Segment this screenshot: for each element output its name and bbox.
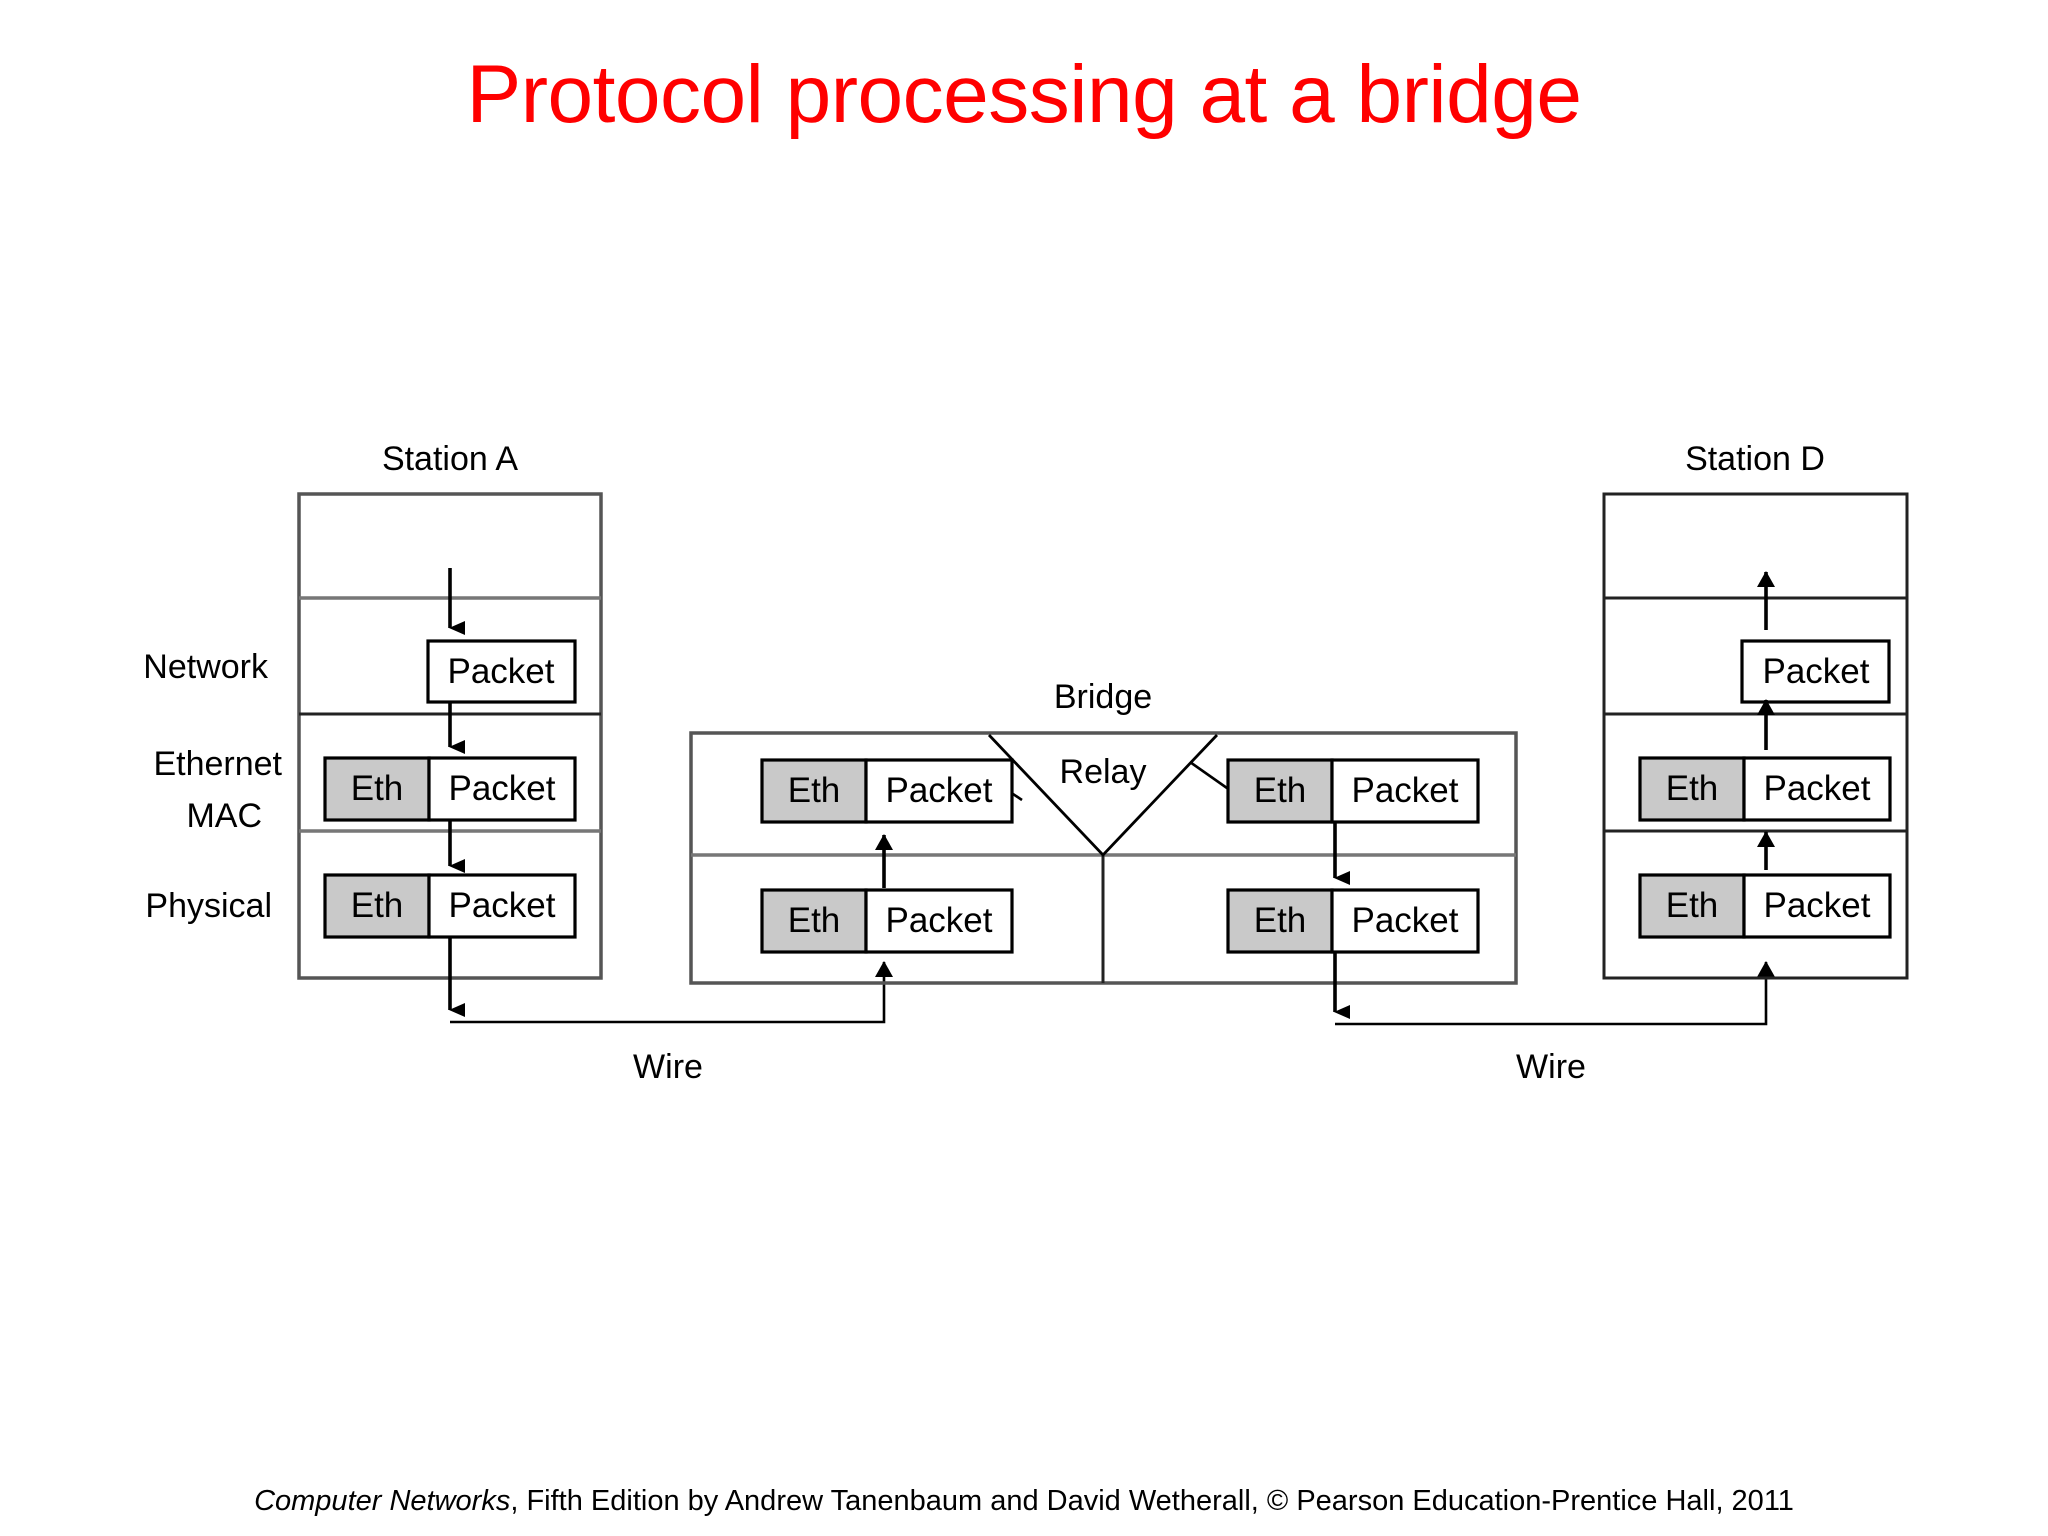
diagram-figure: Network Ethernet MAC Physical Station A: [143, 440, 1909, 1086]
station-d-phy-eth-box: [1638, 873, 1746, 939]
station-a-phy-packet-label: Packet: [449, 886, 556, 925]
station-d-frame: [1602, 492, 1909, 980]
bridge-left-phy-packet-label: Packet: [886, 901, 993, 940]
station-d-phy-packet-label: Packet: [1764, 886, 1871, 925]
bridge-right-mac-frame: Eth Packet: [1226, 758, 1480, 824]
station-d-packet-label: Packet: [1763, 652, 1870, 691]
bridge-left-mac-frame: Eth Packet: [760, 758, 1014, 824]
wire-left-path: [450, 961, 893, 1024]
station-a-mac-eth-box: [323, 756, 431, 822]
layer-label-physical-text: Physical: [145, 887, 272, 925]
wire-right-path: [1335, 961, 1775, 1026]
layer-label-ethernet-text: Ethernet: [153, 745, 282, 783]
station-a-phy-packet-box: [427, 873, 577, 939]
wire-right-group: Wire: [1335, 961, 1775, 1086]
relay-v-shape: [987, 734, 1219, 858]
bridge-right-mac-packet-label: Packet: [1352, 771, 1459, 810]
station-a-mac-eth-label: Eth: [351, 769, 404, 808]
layer-label-network-text: Network: [143, 648, 269, 686]
bridge-left-mac-packet-label: Packet: [886, 771, 993, 810]
layer-label-mac-text: MAC: [186, 797, 262, 835]
station-a-network-packet: Packet: [426, 639, 577, 704]
station-d-phy-packet-box: [1742, 873, 1892, 939]
station-d-network-packet: Packet: [1740, 639, 1891, 704]
bridge-left-mac-packet-box: [864, 758, 1014, 824]
bridge-group: Bridge Relay Eth: [689, 678, 1518, 1019]
station-d-physical-frame: Eth Packet: [1638, 873, 1892, 939]
station-a-physical-frame: Eth Packet: [323, 873, 577, 939]
wire-left-label: Wire: [633, 1048, 703, 1086]
page-title: Protocol processing at a bridge: [466, 49, 1582, 140]
station-a-mac-frame: Eth Packet: [323, 756, 577, 822]
station-d-packet-box: [1740, 639, 1891, 704]
station-a-mac-packet-box: [427, 756, 577, 822]
station-a-packet-label: Packet: [448, 652, 555, 691]
station-a-mac-packet-label: Packet: [449, 769, 556, 808]
bridge-left-physical-frame: Eth Packet: [760, 888, 1014, 954]
bridge-right-phy-packet-box: [1330, 888, 1480, 954]
relay-label: Relay: [1060, 753, 1147, 791]
station-d-group: Station D Packet Eth: [1602, 440, 1909, 980]
wire-right-label: Wire: [1516, 1048, 1586, 1086]
bridge-left-phy-packet-box: [864, 888, 1014, 954]
station-d-mac-frame: Eth Packet: [1638, 756, 1892, 822]
station-d-mac-packet-box: [1742, 756, 1892, 822]
station-d-phy-eth-label: Eth: [1666, 886, 1719, 925]
station-a-phy-eth-box: [323, 873, 431, 939]
bridge-right-phy-eth-box: [1226, 888, 1334, 954]
station-d-mac-eth-label: Eth: [1666, 769, 1719, 808]
wire-left-group: Wire: [450, 961, 893, 1086]
bridge-left-mac-eth-label: Eth: [788, 771, 841, 810]
citation-book-title: Computer Networks: [254, 1485, 511, 1517]
station-d-caption: Station D: [1685, 440, 1825, 478]
layer-label-network: Network: [143, 648, 269, 686]
station-a-caption: Station A: [382, 440, 518, 478]
source-citation: Computer Networks, Fifth Edition by Andr…: [0, 1485, 2048, 1518]
layer-label-physical: Physical: [145, 887, 272, 925]
bridge-right-mac-eth-label: Eth: [1254, 771, 1307, 810]
citation-rest: , Fifth Edition by Andrew Tanenbaum and …: [510, 1485, 1794, 1517]
bridge-right-phy-packet-label: Packet: [1352, 901, 1459, 940]
bridge-right-phy-eth-label: Eth: [1254, 901, 1307, 940]
station-d-mac-eth-box: [1638, 756, 1746, 822]
bridge-left-phy-eth-label: Eth: [788, 901, 841, 940]
station-a-group: Station A Packet E: [297, 440, 603, 1017]
layer-label-ethernet-mac: Ethernet MAC: [153, 745, 282, 835]
bridge-right-mac-packet-box: [1330, 758, 1480, 824]
station-a-packet-box: [426, 639, 577, 704]
station-d-mac-packet-label: Packet: [1764, 769, 1871, 808]
bridge-caption: Bridge: [1054, 678, 1152, 716]
bridge-left-phy-eth-box: [760, 888, 868, 954]
station-a-phy-eth-label: Eth: [351, 886, 404, 925]
bridge-right-physical-frame: Eth Packet: [1226, 888, 1480, 954]
